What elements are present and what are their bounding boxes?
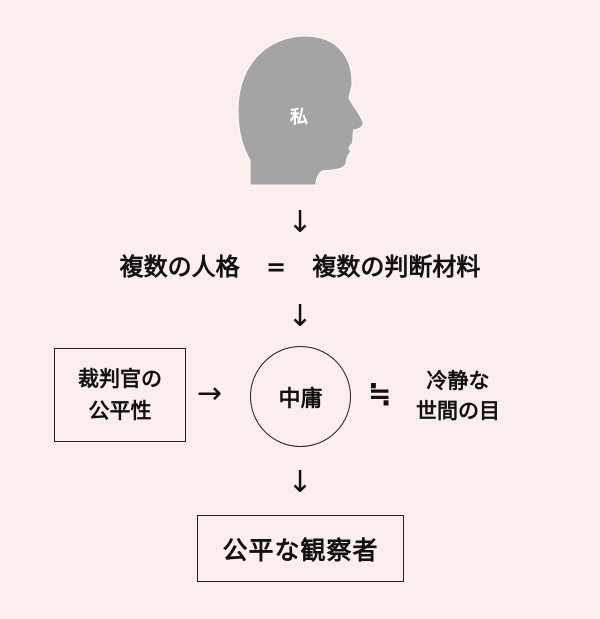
moderation-label: 中庸 (278, 386, 323, 412)
arrow-down-1: ↓ (287, 205, 313, 240)
judge-fairness-box: 裁判官の 公平性 (54, 348, 186, 442)
impartial-spectator-label: 公平な観察者 (222, 535, 379, 565)
equation-left: 複数の人格 (119, 253, 240, 281)
equation-row: 複数の人格 = 複数の判断材料 (0, 250, 600, 284)
calm-public-eye-text: 冷静な 世間の目 (403, 366, 513, 426)
head-label: 私 (290, 107, 308, 128)
judge-fairness-line2: 公平性 (88, 399, 152, 423)
judge-fairness-line1: 裁判官の (78, 367, 162, 391)
moderation-circle: 中庸 (250, 346, 351, 447)
calm-public-eye-line1: 冷静な (426, 369, 490, 393)
approx-equal-sign: ≒ (368, 377, 392, 410)
arrow-right: → (197, 376, 223, 411)
impartial-spectator-box: 公平な観察者 (197, 515, 404, 582)
equation-right: 複数の判断材料 (312, 253, 481, 281)
calm-public-eye-line2: 世間の目 (416, 399, 500, 423)
equals-sign: = (265, 253, 287, 281)
head-shape (237, 35, 364, 186)
arrow-down-3: ↓ (287, 465, 313, 500)
arrow-down-2: ↓ (287, 299, 313, 334)
